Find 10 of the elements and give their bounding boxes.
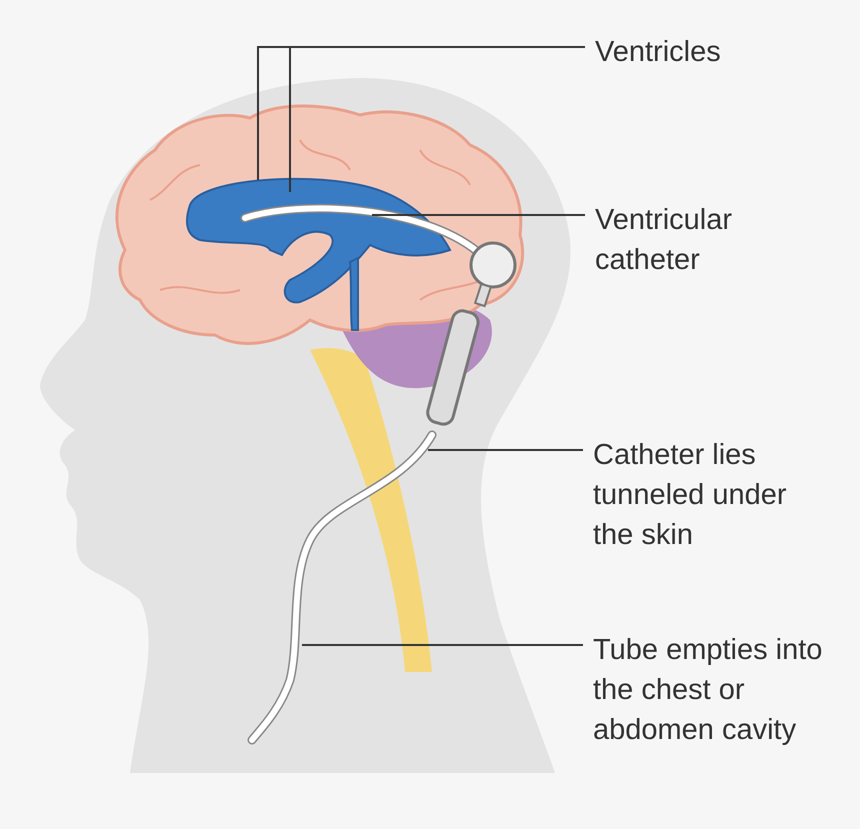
callout-label: Tube empties into the chest or abdomen cavity <box>593 630 838 750</box>
callout-label: Catheter lies tunneled under the skin <box>593 435 828 555</box>
callout-label: Ventricles <box>595 32 795 72</box>
leader-line <box>428 449 583 451</box>
leader-line <box>302 644 583 646</box>
callout-label: Ventricular catheter <box>595 200 765 280</box>
catheter-tube <box>240 204 516 744</box>
leader-line <box>372 214 585 216</box>
ventricle-shape <box>186 178 451 331</box>
leader-line <box>289 46 585 192</box>
